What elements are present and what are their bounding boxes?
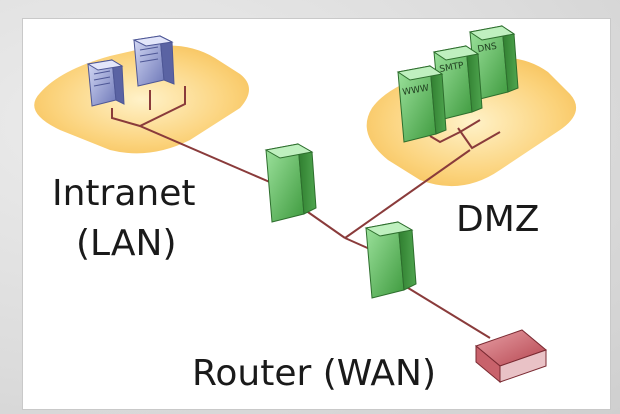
network-cables — [111, 86, 501, 339]
lan-server-1-icon — [86, 59, 125, 107]
router-icon — [475, 329, 547, 384]
www-server-icon: WWW — [396, 65, 447, 143]
smtp-server-label: SMTP — [439, 61, 465, 75]
lan-label: (LAN) — [76, 223, 177, 264]
dns-server-label: DNS — [477, 42, 498, 55]
dmz-label: DMZ — [456, 199, 540, 240]
lan-server-2-icon — [132, 35, 175, 87]
www-server-label: WWW — [402, 83, 430, 98]
firewall-wan-icon — [364, 221, 417, 299]
intranet-zone — [34, 45, 249, 154]
firewall-lan-icon — [264, 143, 317, 223]
intranet-label: Intranet — [52, 173, 196, 214]
router-wan-label: Router (WAN) — [192, 353, 437, 394]
